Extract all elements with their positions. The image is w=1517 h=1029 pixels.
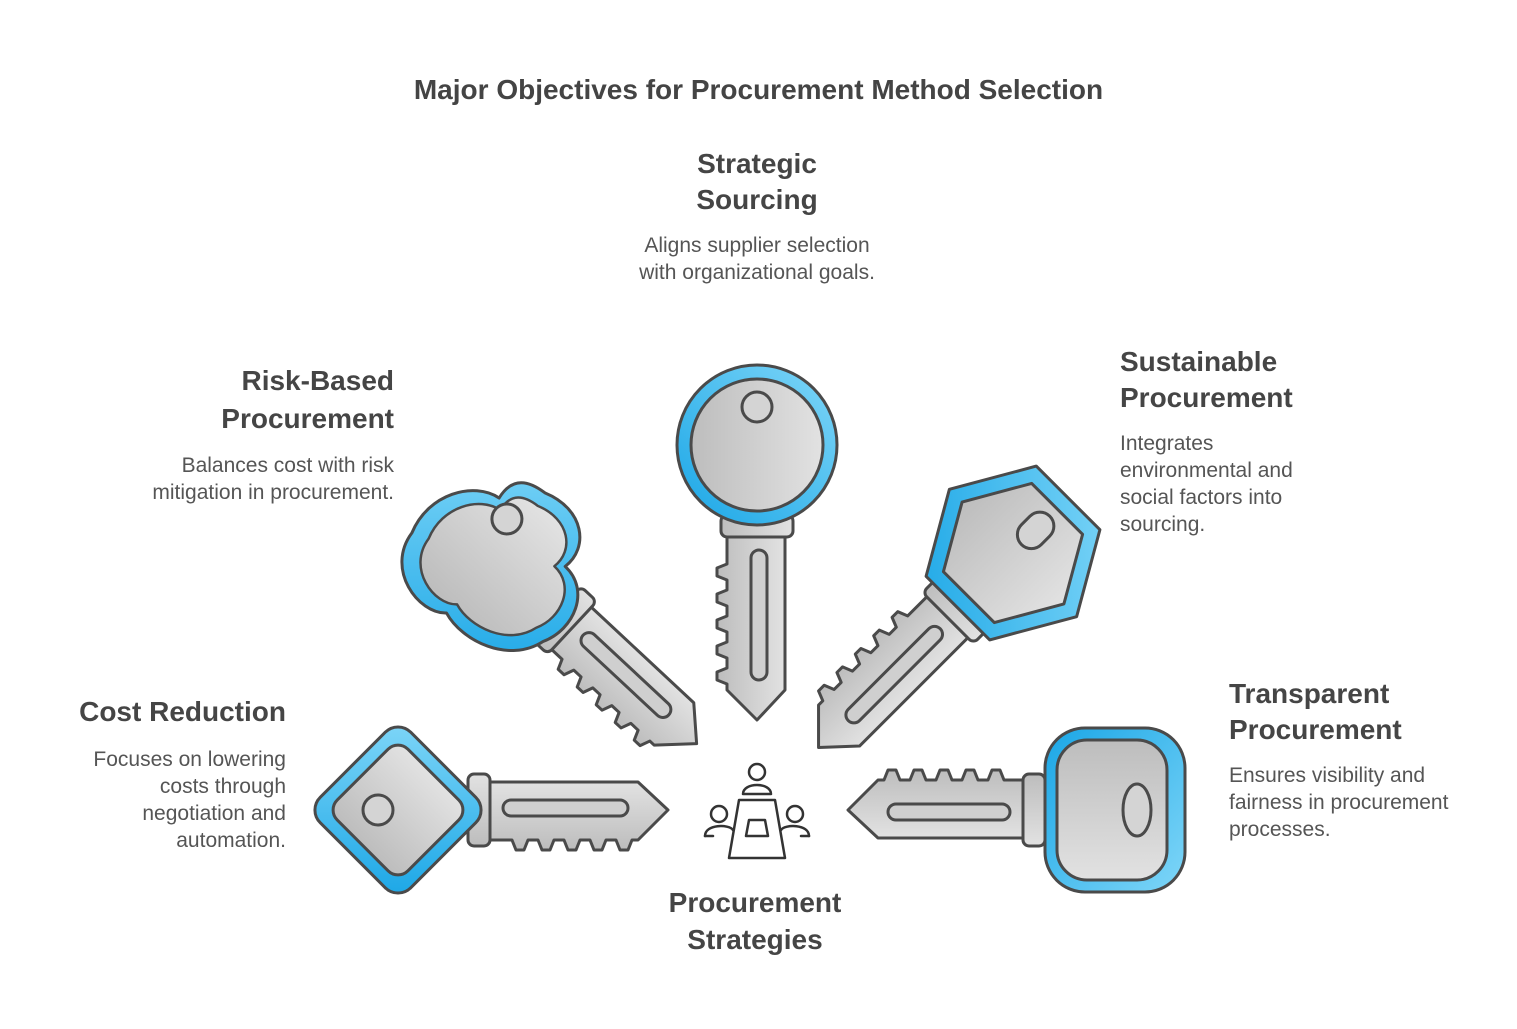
person-head [785,804,805,824]
key-groove [844,624,945,725]
key-groove [749,548,769,682]
key-transparent-icon [846,726,1187,894]
person-body [741,783,773,796]
key-groove [579,631,673,719]
objective-title: Strategic [697,148,817,179]
objective-title: Cost Reduction [79,696,286,727]
key-hole [490,502,524,536]
person-body [703,824,735,838]
key-sustainable-icon [817,464,1102,749]
objective-title: Sourcing [696,184,818,215]
key-hole [1121,782,1153,838]
meeting-group-icon [703,762,811,860]
objective-title: Sustainable [1120,346,1278,377]
center-label-line: Strategies [687,924,823,955]
key-shoulder [1021,772,1047,848]
key-groove [501,798,630,818]
objective-title: Procurement [221,403,394,434]
key-cost-icon [313,725,670,895]
person-head [709,804,729,824]
table [727,798,787,860]
center-label-line: Procurement [668,887,842,918]
key-hole [1015,510,1056,551]
objective-description: Focuses on lowering costs through negoti… [93,748,286,852]
objective-description: Integrates environmental and social fact… [1120,432,1293,536]
table-item [744,818,770,838]
objective-description: Ensures visibility and fairness in procu… [1229,764,1449,841]
key-head-inner [1055,738,1169,882]
objective-title: Risk-Based [241,365,394,396]
key-risk-icon [400,481,699,748]
key-head-inner [689,377,825,513]
key-strategic-icon [675,363,839,722]
objective-description: Aligns supplier selection with organizat… [639,234,875,284]
objective-title: Procurement [1120,382,1293,413]
objective-cost-reduction: Cost Reduction Focuses on lowering costs… [60,694,286,854]
key-head-inner [331,743,465,877]
key-head-inner [419,496,568,637]
objective-title: Transparent [1229,678,1390,709]
person-head [747,762,767,782]
objective-description: Balances cost with risk mitigation in pr… [152,454,394,504]
key-hole [361,793,395,827]
key-groove [886,802,1012,822]
objective-title: Procurement [1229,714,1402,745]
person-body [779,824,811,838]
key-hole [740,390,774,424]
diagram-title: Major Objectives for Procurement Method … [413,74,1104,105]
center-label: Procurement Strategies [600,884,910,958]
